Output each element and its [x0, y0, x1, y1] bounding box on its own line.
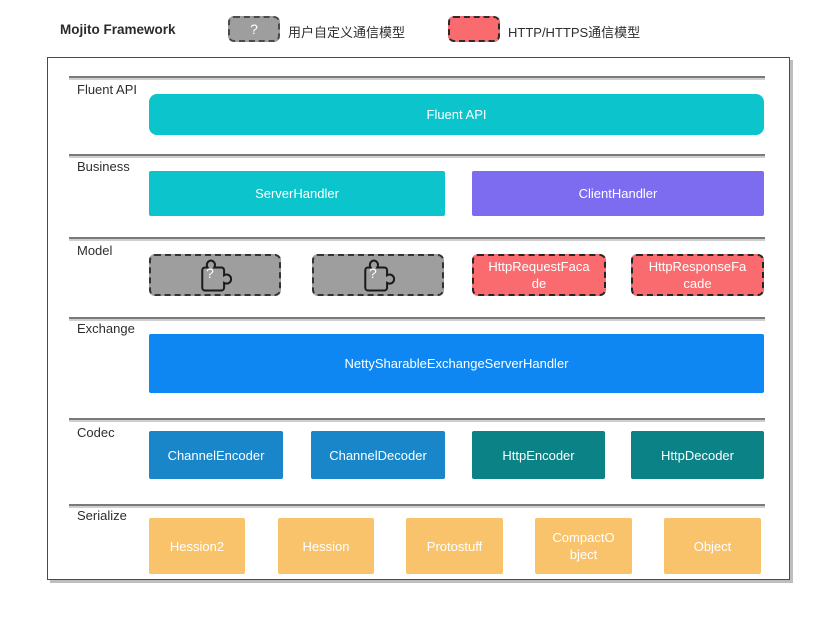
layer-label-exchange: Exchange — [77, 321, 135, 336]
legend-custom-model-swatch: ? — [228, 16, 280, 42]
block-compactobject: CompactObject — [535, 518, 632, 574]
layer-label-codec: Codec — [77, 425, 115, 440]
layer-label-fluent-api: Fluent API — [77, 82, 137, 97]
question-mark-icon: ? — [250, 21, 258, 37]
puzzle-question-icon: ? — [192, 255, 238, 295]
block-clienthandler: ClientHandler — [472, 171, 764, 216]
legend-http-model-swatch — [448, 16, 500, 42]
layer-divider — [69, 237, 765, 239]
block-httprequestfacade: HttpRequestFacade — [472, 254, 606, 296]
block-channeldecoder: ChannelDecoder — [311, 431, 445, 479]
legend-http-model-label: HTTP/HTTPS通信模型 — [508, 25, 641, 40]
layer-label-business: Business — [77, 159, 130, 174]
block-channelencoder: ChannelEncoder — [149, 431, 283, 479]
layer-divider — [69, 76, 765, 78]
block-serverhandler: ServerHandler — [149, 171, 445, 216]
block-nettysharableexchangeserverhandler: NettySharableExchangeServerHandler — [149, 334, 764, 393]
layer-label-serialize: Serialize — [77, 508, 127, 523]
puzzle-question-icon: ? — [355, 255, 401, 295]
layer-divider — [69, 504, 765, 506]
block-httpdecoder: HttpDecoder — [631, 431, 764, 479]
layer-divider — [69, 317, 765, 319]
block-fluent-api: Fluent API — [149, 94, 764, 135]
block-httpresponsefacade: HttpResponseFacade — [631, 254, 764, 296]
diagram-frame: Fluent API Fluent API Business ServerHan… — [47, 57, 790, 580]
diagram-title: Mojito Framework — [60, 22, 176, 37]
block-httpencoder: HttpEncoder — [472, 431, 605, 479]
layer-divider — [69, 154, 765, 156]
block-custom-model-2: ? — [312, 254, 444, 296]
block-hession2: Hession2 — [149, 518, 245, 574]
layer-divider — [69, 418, 765, 420]
block-hession: Hession — [278, 518, 374, 574]
layer-label-model: Model — [77, 243, 113, 258]
block-custom-model-1: ? — [149, 254, 281, 296]
block-object: Object — [664, 518, 761, 574]
legend-custom-model-label: 用户自定义通信模型 — [288, 25, 406, 40]
block-protostuff: Protostuff — [406, 518, 503, 574]
